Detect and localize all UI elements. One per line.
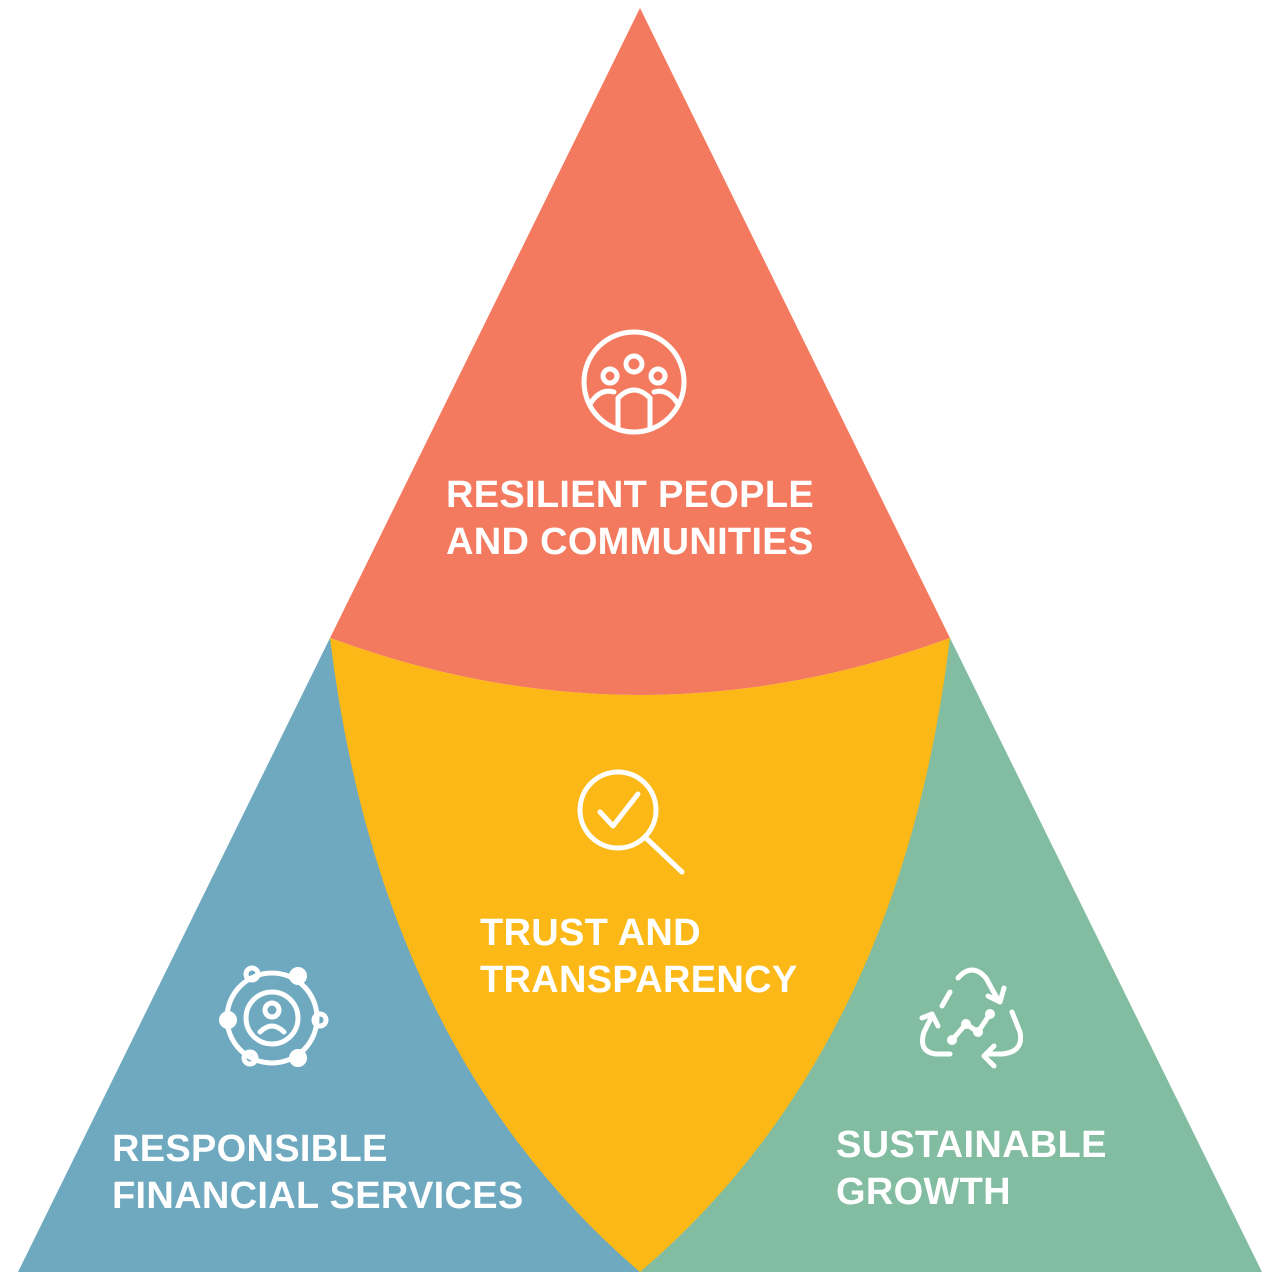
growth-label-line1: SUSTAINABLE xyxy=(836,1124,1107,1166)
growth-label-line2: GROWTH xyxy=(836,1171,1011,1213)
segment-trust-transparency xyxy=(330,638,950,1272)
trust-label-line1: TRUST AND xyxy=(480,912,701,954)
magnifier-check-icon xyxy=(577,769,685,875)
person-network-icon xyxy=(219,965,329,1067)
financial-label-line2: FINANCIAL SERVICES xyxy=(112,1175,524,1217)
people-label-line1: RESILIENT PEOPLE xyxy=(446,474,814,516)
community-people-icon xyxy=(581,329,687,435)
people-label-line2: AND COMMUNITIES xyxy=(446,521,814,563)
recycle-growth-icon xyxy=(919,967,1024,1069)
segment-resilient-people xyxy=(330,8,950,695)
trust-label-line2: TRANSPARENCY xyxy=(480,959,797,1001)
segment-sustainable-growth xyxy=(640,638,1262,1272)
segment-responsible-financial-services xyxy=(18,638,640,1272)
financial-label-line1: RESPONSIBLE xyxy=(112,1128,388,1170)
